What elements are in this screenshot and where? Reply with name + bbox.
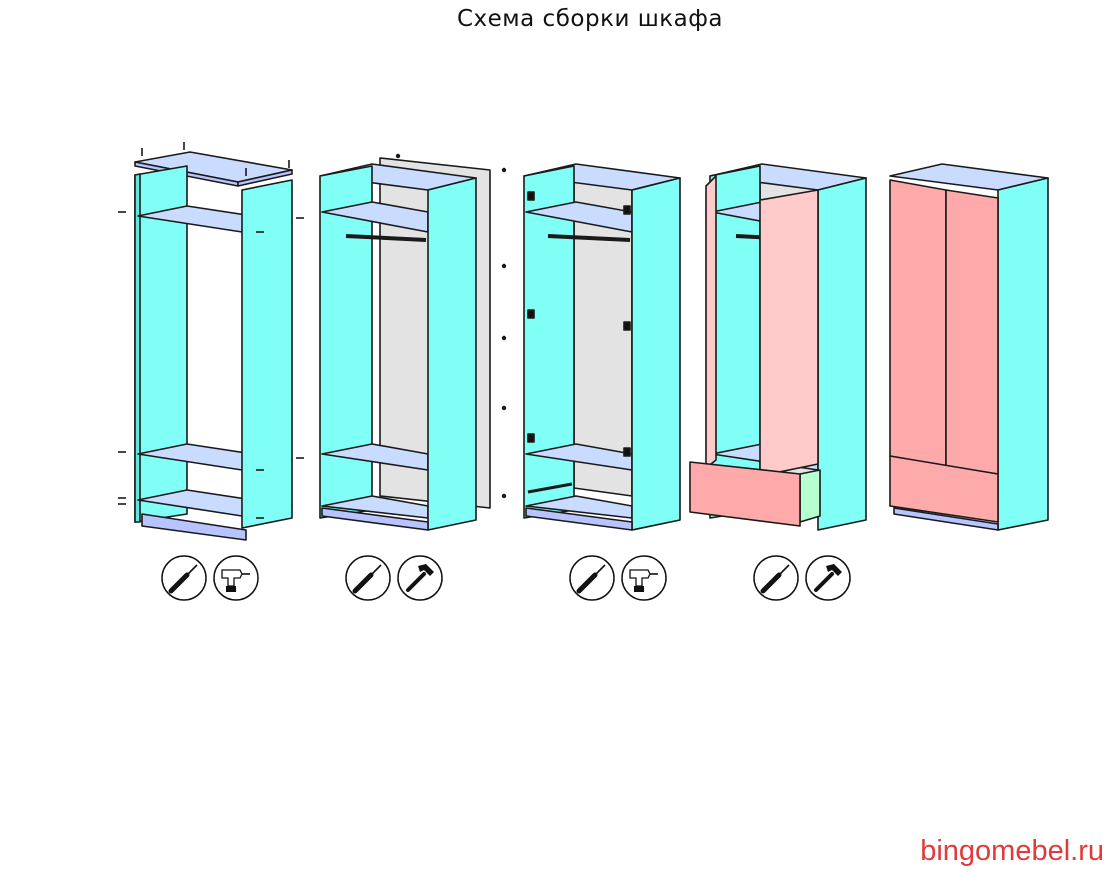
hammer-icon xyxy=(396,554,444,602)
right-side-panel xyxy=(817,177,867,531)
hinge xyxy=(623,205,631,215)
screwdriver-icon xyxy=(754,556,798,600)
plinth xyxy=(525,507,633,531)
hammer-icon xyxy=(804,554,852,602)
left-door xyxy=(889,179,947,467)
hinge xyxy=(527,309,535,319)
drawer-front xyxy=(889,455,999,523)
right-side-panel xyxy=(427,177,477,531)
right-side-panel xyxy=(997,177,1049,531)
plinth xyxy=(141,513,247,541)
step-5-wardrobe xyxy=(889,163,1049,531)
hinge xyxy=(527,191,535,201)
left-door-open xyxy=(705,175,717,469)
step-1-carcass xyxy=(118,142,304,541)
drawer-front xyxy=(689,461,801,527)
right-door-open xyxy=(759,189,819,477)
right-side-panel xyxy=(241,179,293,529)
plinth xyxy=(321,507,429,531)
brand-watermark: bingomebel.ru xyxy=(920,835,1104,867)
screwdriver-icon xyxy=(346,556,390,600)
hinge xyxy=(527,433,535,443)
screwdriver-icon xyxy=(162,556,206,600)
drill-icon xyxy=(213,555,259,601)
clothes-rod xyxy=(345,234,427,242)
hinge xyxy=(623,321,631,331)
right-side-panel xyxy=(631,177,681,531)
screwdriver-icon xyxy=(570,556,614,600)
drawer-runner xyxy=(527,482,573,494)
step-2-carcass xyxy=(296,153,491,531)
right-door xyxy=(945,189,999,475)
step-3-carcass xyxy=(501,163,681,531)
plinth xyxy=(893,507,999,531)
step-4-carcass xyxy=(689,163,867,531)
drill-icon xyxy=(621,555,667,601)
diagram-title: Схема сборки шкафа xyxy=(456,6,724,32)
hinge xyxy=(623,447,631,457)
drawer-box xyxy=(799,469,821,523)
clothes-rod xyxy=(547,234,631,242)
